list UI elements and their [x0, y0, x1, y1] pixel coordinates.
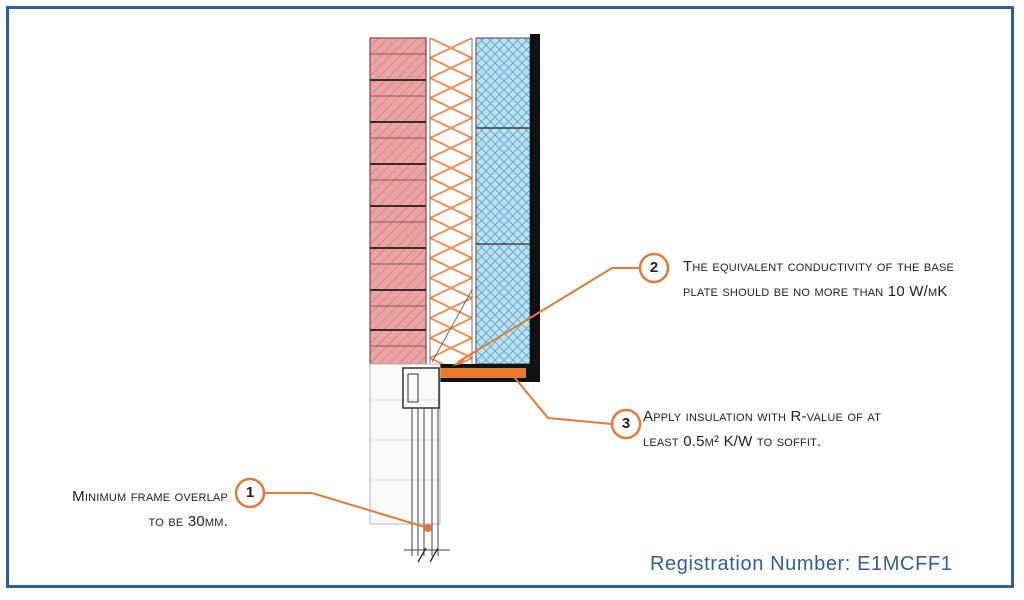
note-3-line-2: least 0.5m² K/W to soffit.	[643, 433, 822, 450]
note-3-line-1: Apply insulation with R-value of at	[643, 408, 882, 425]
note-2-line-1: The equivalent conductivity of the base	[683, 258, 955, 275]
registration-number: Registration Number: E1MCFF1	[650, 553, 953, 575]
window-frame	[369, 363, 450, 563]
note-1-line-1: Minimum frame overlap	[72, 488, 228, 505]
note-1-line-2: to be 30mm.	[148, 513, 228, 530]
callout-1-circle	[234, 477, 266, 509]
note-base-plate-conductivity: The equivalent conductivity of the base …	[683, 254, 1013, 304]
callout-1-number: 1	[245, 484, 255, 501]
insulation-board	[475, 37, 531, 365]
callout-3-circle	[610, 408, 642, 440]
note-soffit-insulation: Apply insulation with R-value of at leas…	[643, 404, 943, 454]
note-2-line-2: plate should be no more than 10 W/mK	[683, 283, 948, 300]
note-frame-overlap: Minimum frame overlap to be 30mm.	[58, 484, 228, 534]
callout-circles	[234, 252, 670, 509]
callout-3-number: 3	[621, 415, 631, 432]
callout-arrowheads	[424, 356, 513, 532]
callout-2-number: 2	[649, 259, 659, 276]
brick-wall	[369, 37, 427, 365]
callout-2-circle	[638, 252, 670, 284]
cavity-insulation	[429, 38, 473, 364]
